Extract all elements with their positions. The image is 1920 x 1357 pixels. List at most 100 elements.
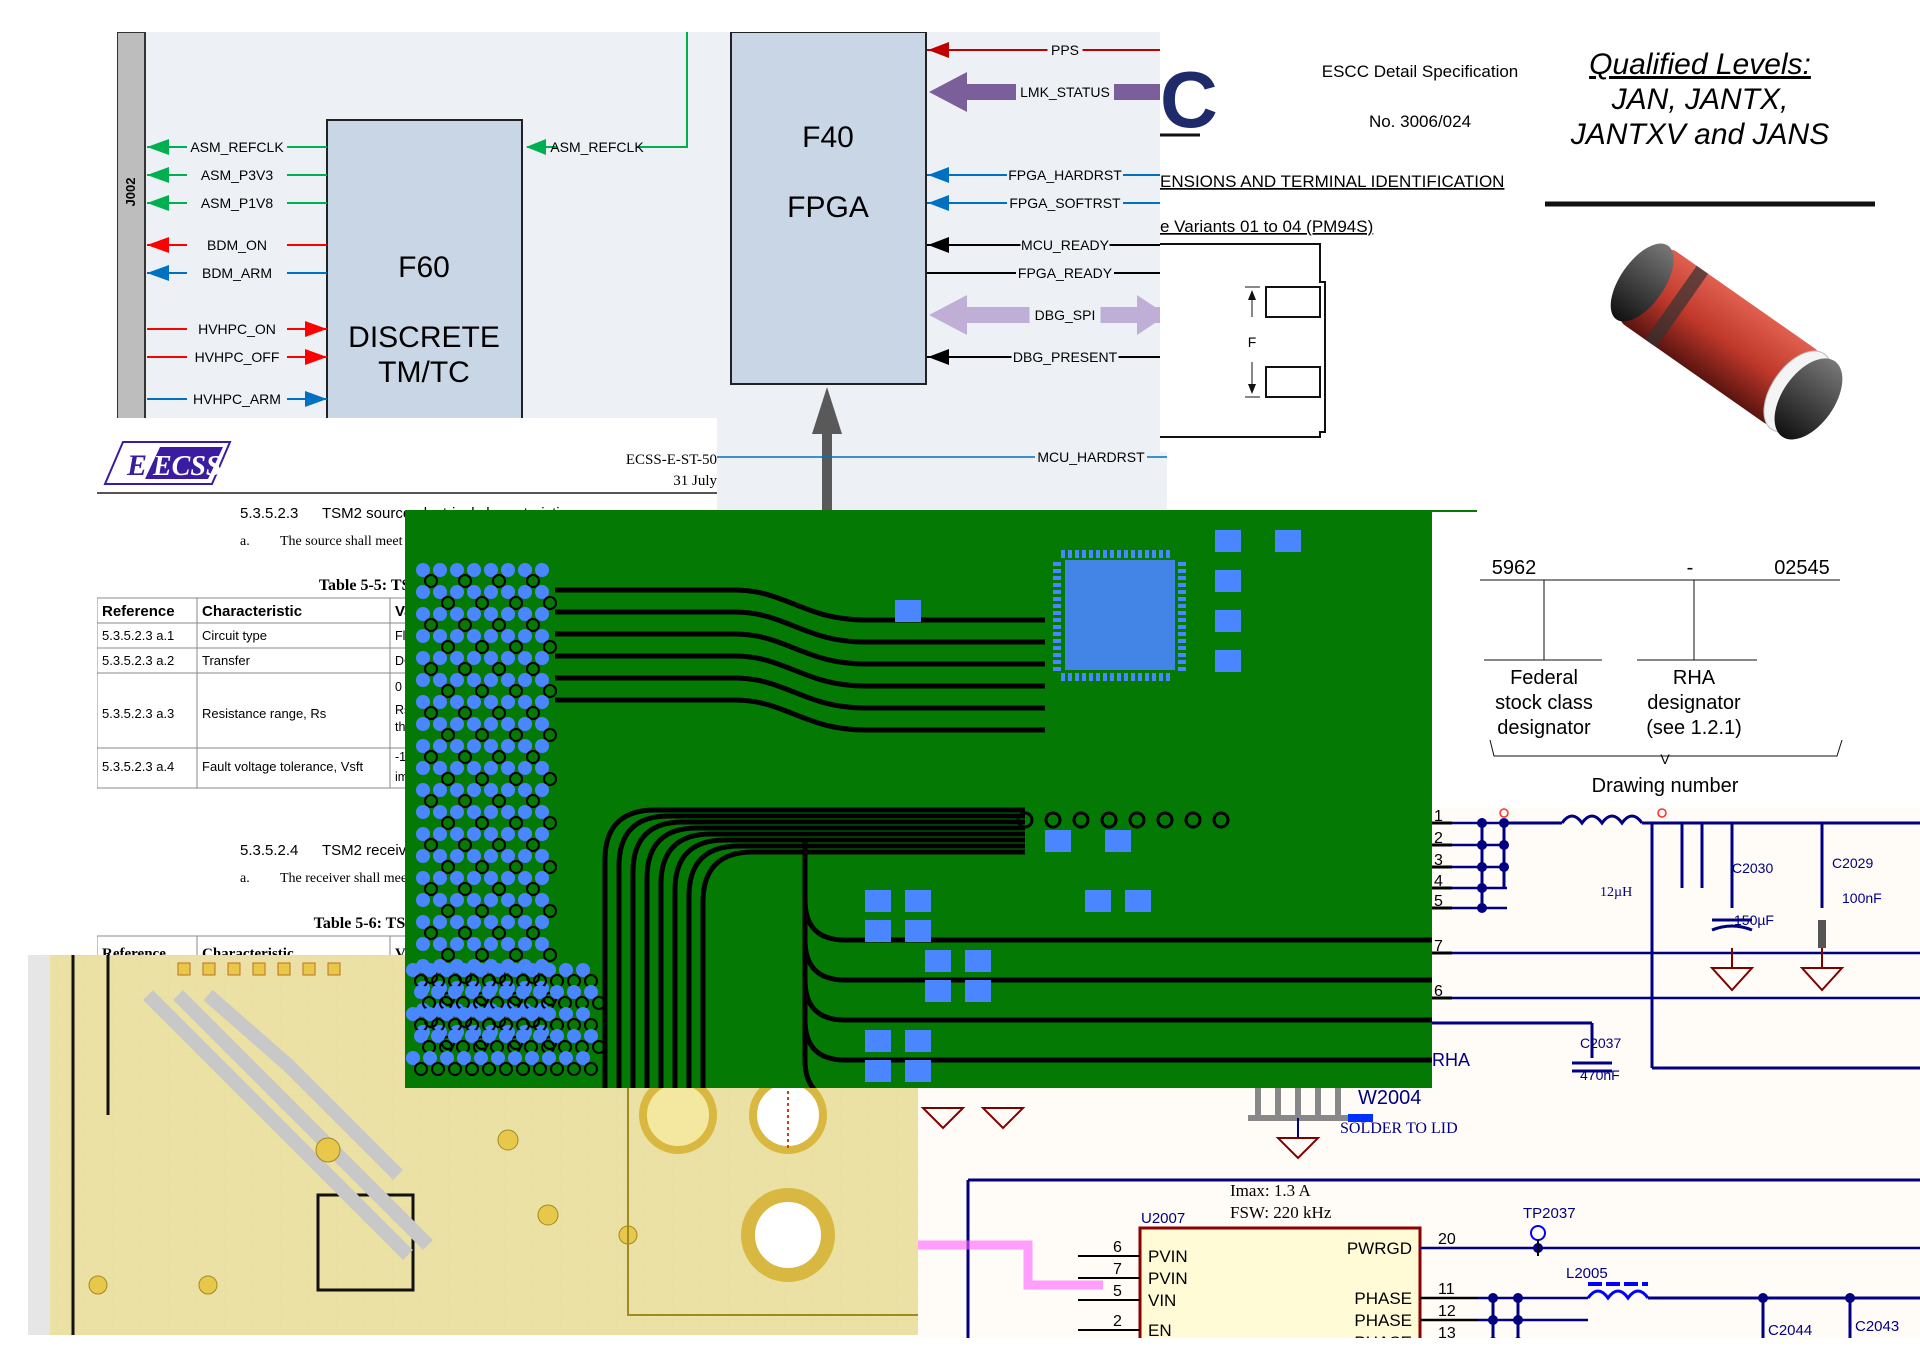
rha-line2: designator [1647,692,1741,714]
signal-fpga-softrst: FPGA_SOFTRST [927,194,1167,212]
pin-name: VIN [1148,1291,1176,1310]
signal-label: HVHPC_ARM [193,391,281,407]
pin-number: 12 [1438,1303,1456,1320]
solder-note: SOLDER TO LID [1340,1120,1458,1137]
part-number-panel: 5962 - 02545 Federal stock class designa… [1432,512,1920,812]
dimension-label: F [1248,334,1257,350]
pin-number: 1 [1434,808,1443,825]
escc-logo-fragment: C [1160,55,1218,144]
ic-pin-pvin-6: 6 PVIN [1078,1239,1188,1266]
smd-pads [865,530,1301,1082]
arrow-left-icon [928,195,949,211]
signal-dbg-spi: DBG_SPI [929,295,1167,335]
section2-para-label: a. [240,871,250,886]
arrow-left-icon [147,265,169,281]
rha-line3: (see 1.2.1) [1646,717,1742,739]
signal-label: DBG_SPI [1035,307,1096,323]
signal-bdm-on: BDM_ON [147,236,327,254]
signal-label: ASM_REFCLK [190,139,284,155]
rha-line1: RHA [1673,667,1716,689]
arrow-left-icon [928,349,949,365]
svg-text:E: E [126,449,147,482]
cap-c2044-label: C2044 [1768,1322,1812,1338]
connector-j002 [117,32,146,423]
connector-label: J002 [123,178,138,207]
cell-characteristic: Transfer [202,653,251,668]
arrow-left-icon [928,237,949,253]
pin-5: 5 [1432,893,1507,913]
up-arrow-icon [812,387,842,434]
cell-characteristic: Circuit type [202,628,267,643]
pin-2: 2 [1432,830,1509,850]
signal-lmk-status: LMK_STATUS [929,72,1167,112]
cell-characteristic: Resistance range, Rs [202,706,327,721]
cap-c2043-label: C2043 [1855,1318,1899,1335]
f40-right-signals: PPSLMK_STATUSFPGA_HARDRSTFPGA_SOFTRSTMCU… [927,41,1167,366]
ic-pin-en-2: 2 EN [1078,1313,1172,1338]
pin-3: 3 [1432,852,1509,872]
imax-note: Imax: 1.3 A [1230,1181,1311,1200]
escc-title: ESCC Detail Specification [1322,62,1519,81]
arrow-icon [526,139,546,155]
cap-c2037-value: 470nF [1580,1067,1620,1083]
pin-number: 6 [1434,983,1443,1000]
f40-subtitle: FPGA [787,191,869,224]
signal-label: FPGA_READY [1018,265,1113,281]
pin-number: 20 [1438,1231,1456,1248]
pin-number: 2 [1113,1313,1122,1330]
arrow-left-icon [147,167,169,183]
pin-7: 7 [1432,938,1920,955]
section1-number: 5.3.5.2.3 [240,505,298,522]
section1-para-label: a. [240,534,250,549]
federal-line3: designator [1497,717,1591,739]
pin-1: 1 [1432,808,1509,828]
pin-name: EN [1148,1321,1172,1338]
cell-characteristic: Fault voltage tolerance, Vsft [202,759,364,774]
signal-asm-p1v8: ASM_P1V8 [147,194,327,212]
section2-number: 5.3.5.2.4 [240,842,298,859]
pin-name: PVIN [1148,1269,1188,1288]
bus-arrow-icon [929,72,967,112]
pin-4: 4 [1432,873,1507,893]
ic-u2007-body [1138,1226,1422,1338]
refclk-route [637,32,688,148]
ecss-logo: E ECSS [103,441,232,485]
signal-hvhpc-off: HVHPC_OFF [147,348,327,366]
table1-header-characteristic: Characteristic [202,603,302,620]
f60-title: F60 [398,251,450,284]
cell-reference: 5.3.5.2.3 a.2 [102,653,174,668]
cell-reference: 5.3.5.2.3 a.4 [102,759,174,774]
selection-box [316,1193,415,1292]
green-pcb-layout-panel [405,510,1477,1088]
signal-fpga-hardrst: FPGA_HARDRST [927,166,1167,184]
mcu-hardrst-label: MCU_HARDRST [1037,449,1145,465]
cap-c2029-ref: C2029 [1832,855,1873,871]
signal-label: FPGA_HARDRST [1008,167,1122,183]
signal-label: BDM_ON [207,237,267,253]
pin-name: PVIN [1148,1247,1188,1266]
up-bus [822,432,832,512]
doc-date: 31 July [673,473,717,489]
testpoint-icon [1530,1225,1546,1241]
qualified-title: Qualified Levels: [1589,48,1811,81]
pin-name: PHASE [1354,1333,1412,1338]
signal-fpga-ready: FPGA_READY [927,264,1167,282]
qualified-line3: JANTXV and JANS [1570,118,1829,151]
bus-arrow-icon [1137,295,1167,335]
block-diagram-svg: J002 F60 DISCRETE TM/TC F40 FPGA ASM_REF… [117,32,1167,512]
pin-number: 7 [1113,1261,1122,1278]
pin-number: 6 [1113,1239,1122,1256]
signal-asm-p3v3: ASM_P3V3 [147,166,327,184]
f60-right-signal: ASM_REFCLK [526,139,644,155]
ic-pin-pvin-7: 7 PVIN [1078,1261,1188,1288]
pn-prefix: 5962 [1492,557,1537,579]
pn-dash: - [1687,557,1694,579]
diode-component-image [1610,243,1843,440]
signal-label: PPS [1051,42,1079,58]
pcb-traces [555,587,1477,1088]
f40-block [730,32,927,385]
signal-label: HVHPC_ON [198,321,276,337]
